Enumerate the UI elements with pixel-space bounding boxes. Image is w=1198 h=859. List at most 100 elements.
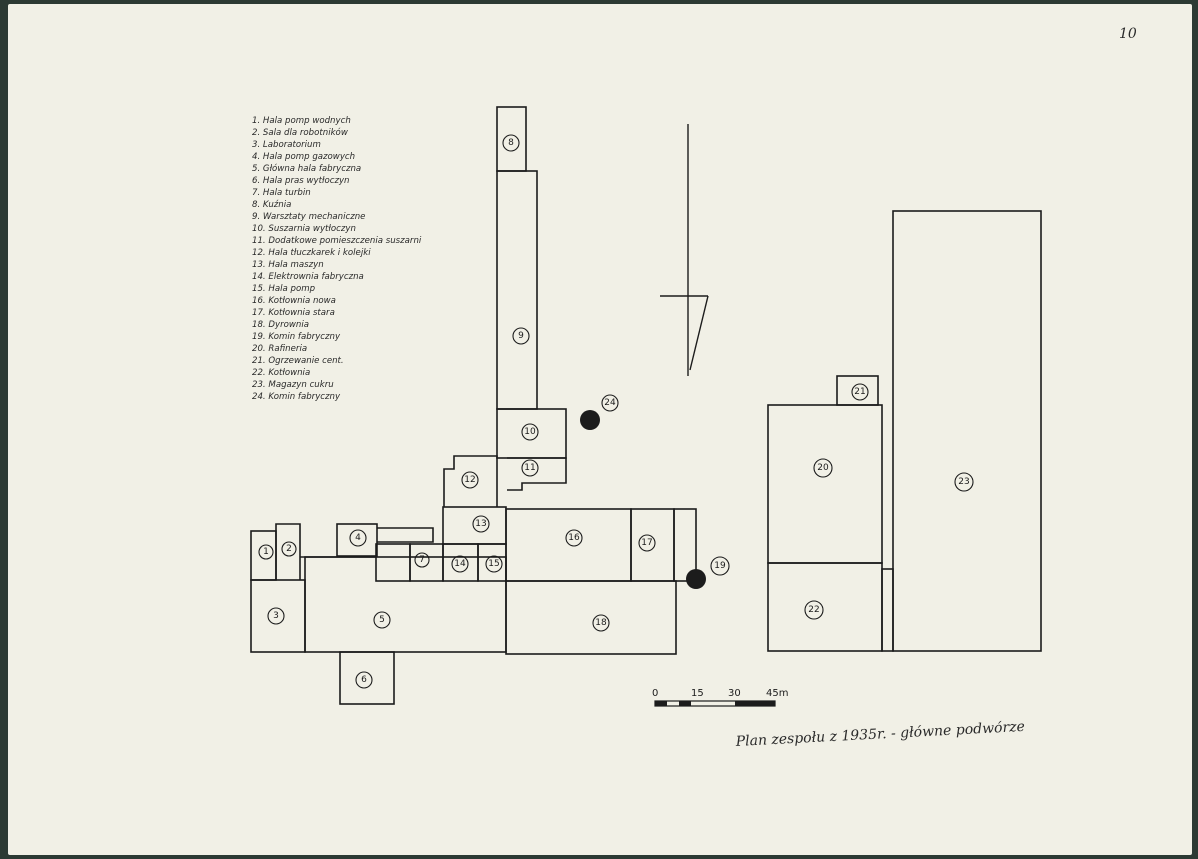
svg-text:6: 6 [361,675,367,685]
annex-7 [375,543,411,582]
label-3: 3 [267,607,285,625]
legend-item: 12. Hala tłuczkarek i kolejki [252,248,371,258]
legend-item: 5. Główna hala fabryczna [252,163,361,174]
svg-text:2: 2 [286,544,292,554]
plan-caption: Plan zespołu z 1935r. - główne podwórze [734,719,1025,750]
legend-item: 24. Komin fabryczny [252,392,341,402]
svg-text:13: 13 [475,519,486,529]
scale-tick-label: 45m [766,688,788,699]
legend-item: 21. Ogrzewanie cent. [252,356,344,366]
legend-item: 16. Kotłownia nowa [252,296,336,306]
connector-22 [881,568,894,652]
scale-tick-label: 15 [691,688,704,699]
svg-text:4: 4 [355,533,361,543]
building-4 [336,523,378,557]
building-12 [443,455,498,507]
site-plan: 10 1. Hala pomp wodnych 2. Sala dla robo… [250,26,1137,750]
building-18 [505,580,677,655]
building-23 [892,210,1042,652]
building-20 [767,404,883,564]
svg-text:16: 16 [568,533,580,543]
legend-item: 14. Elektrownia fabryczna [252,272,364,282]
building-16 [505,508,632,582]
label-7: 7 [414,552,430,568]
svg-text:10: 10 [524,427,536,437]
north-arrow-icon [660,124,709,376]
svg-text:20: 20 [817,463,829,473]
main-complex [250,106,697,705]
chimney-24 [580,410,600,430]
building-22 [767,562,883,652]
label-8: 8 [502,134,520,152]
building-11 [507,457,567,491]
svg-text:8: 8 [508,138,514,148]
label-16: 16 [565,529,583,547]
legend-item: 8. Kuźnia [252,200,291,210]
label-12: 12 [461,471,479,489]
label-21: 21 [851,383,869,401]
svg-text:9: 9 [518,331,524,341]
legend-item: 2. Sala dla robotników [252,127,349,138]
number-labels: 1 2 3 4 5 6 7 8 9 10 11 12 13 14 15 16 1… [258,134,974,689]
label-10: 10 [521,423,539,441]
legend-item: 10. Suszarnia wytłoczyn [252,224,356,234]
legend-item: 15. Hala pomp [252,284,316,294]
legend-item: 7. Hala turbin [252,188,311,198]
building-2 [275,523,301,580]
legend-item: 13. Hala maszyn [252,260,324,270]
label-14: 14 [451,555,469,573]
annex-4 [377,527,434,543]
label-4: 4 [349,529,367,547]
chimney-19 [686,569,706,589]
legend-item: 4. Hala pomp gazowych [252,152,355,162]
label-23: 23 [954,472,974,492]
svg-text:22: 22 [808,605,819,615]
svg-text:1: 1 [263,547,269,557]
legend-item: 17. Kotłownia stara [252,308,335,318]
svg-text:17: 17 [641,538,652,548]
label-17: 17 [638,534,656,552]
legend-item: 18. Dyrownia [252,320,309,330]
label-13: 13 [472,515,490,533]
label-5: 5 [373,611,391,629]
legend-item: 22. Kotłownia [252,368,310,378]
svg-text:24: 24 [604,398,616,408]
label-11: 11 [521,459,539,477]
scale-tick-label: 0 [652,688,658,699]
legend-item: 9. Warsztaty mechaniczne [252,212,365,222]
page-number: 10 [1119,26,1137,42]
building-6 [339,651,395,705]
label-20: 20 [813,458,833,478]
label-22: 22 [804,600,824,620]
building-9 [496,170,538,410]
legend-item: 19. Komin fabryczny [252,332,341,342]
svg-text:3: 3 [273,611,279,621]
right-complex [767,210,1042,652]
label-6: 6 [355,671,373,689]
annex-17 [673,508,697,582]
building-5 [304,556,507,653]
label-15: 15 [485,555,503,573]
svg-text:14: 14 [454,559,466,569]
svg-text:11: 11 [524,463,535,473]
label-2: 2 [281,541,297,557]
svg-text:18: 18 [595,618,607,628]
svg-text:5: 5 [379,615,385,625]
drawing-sheet: 10 1. Hala pomp wodnych 2. Sala dla robo… [8,4,1192,855]
label-18: 18 [592,614,610,632]
svg-text:15: 15 [488,559,499,569]
scale-tick-label: 30 [728,688,741,699]
svg-text:23: 23 [958,477,969,487]
legend-item: 6. Hala pras wytłoczyn [252,176,350,186]
scale-bar: 0 15 30 45m [652,688,788,707]
svg-text:21: 21 [854,387,865,397]
legend: 1. Hala pomp wodnych 2. Sala dla robotni… [252,116,422,402]
legend-item: 23. Magazyn cukru [252,380,334,390]
svg-text:12: 12 [464,475,475,485]
legend-item: 1. Hala pomp wodnych [252,116,351,126]
label-19: 19 [710,556,730,576]
svg-text:7: 7 [419,555,425,565]
legend-item: 11. Dodatkowe pomieszczenia suszarni [252,236,422,246]
label-9: 9 [512,327,530,345]
label-1: 1 [258,544,274,560]
